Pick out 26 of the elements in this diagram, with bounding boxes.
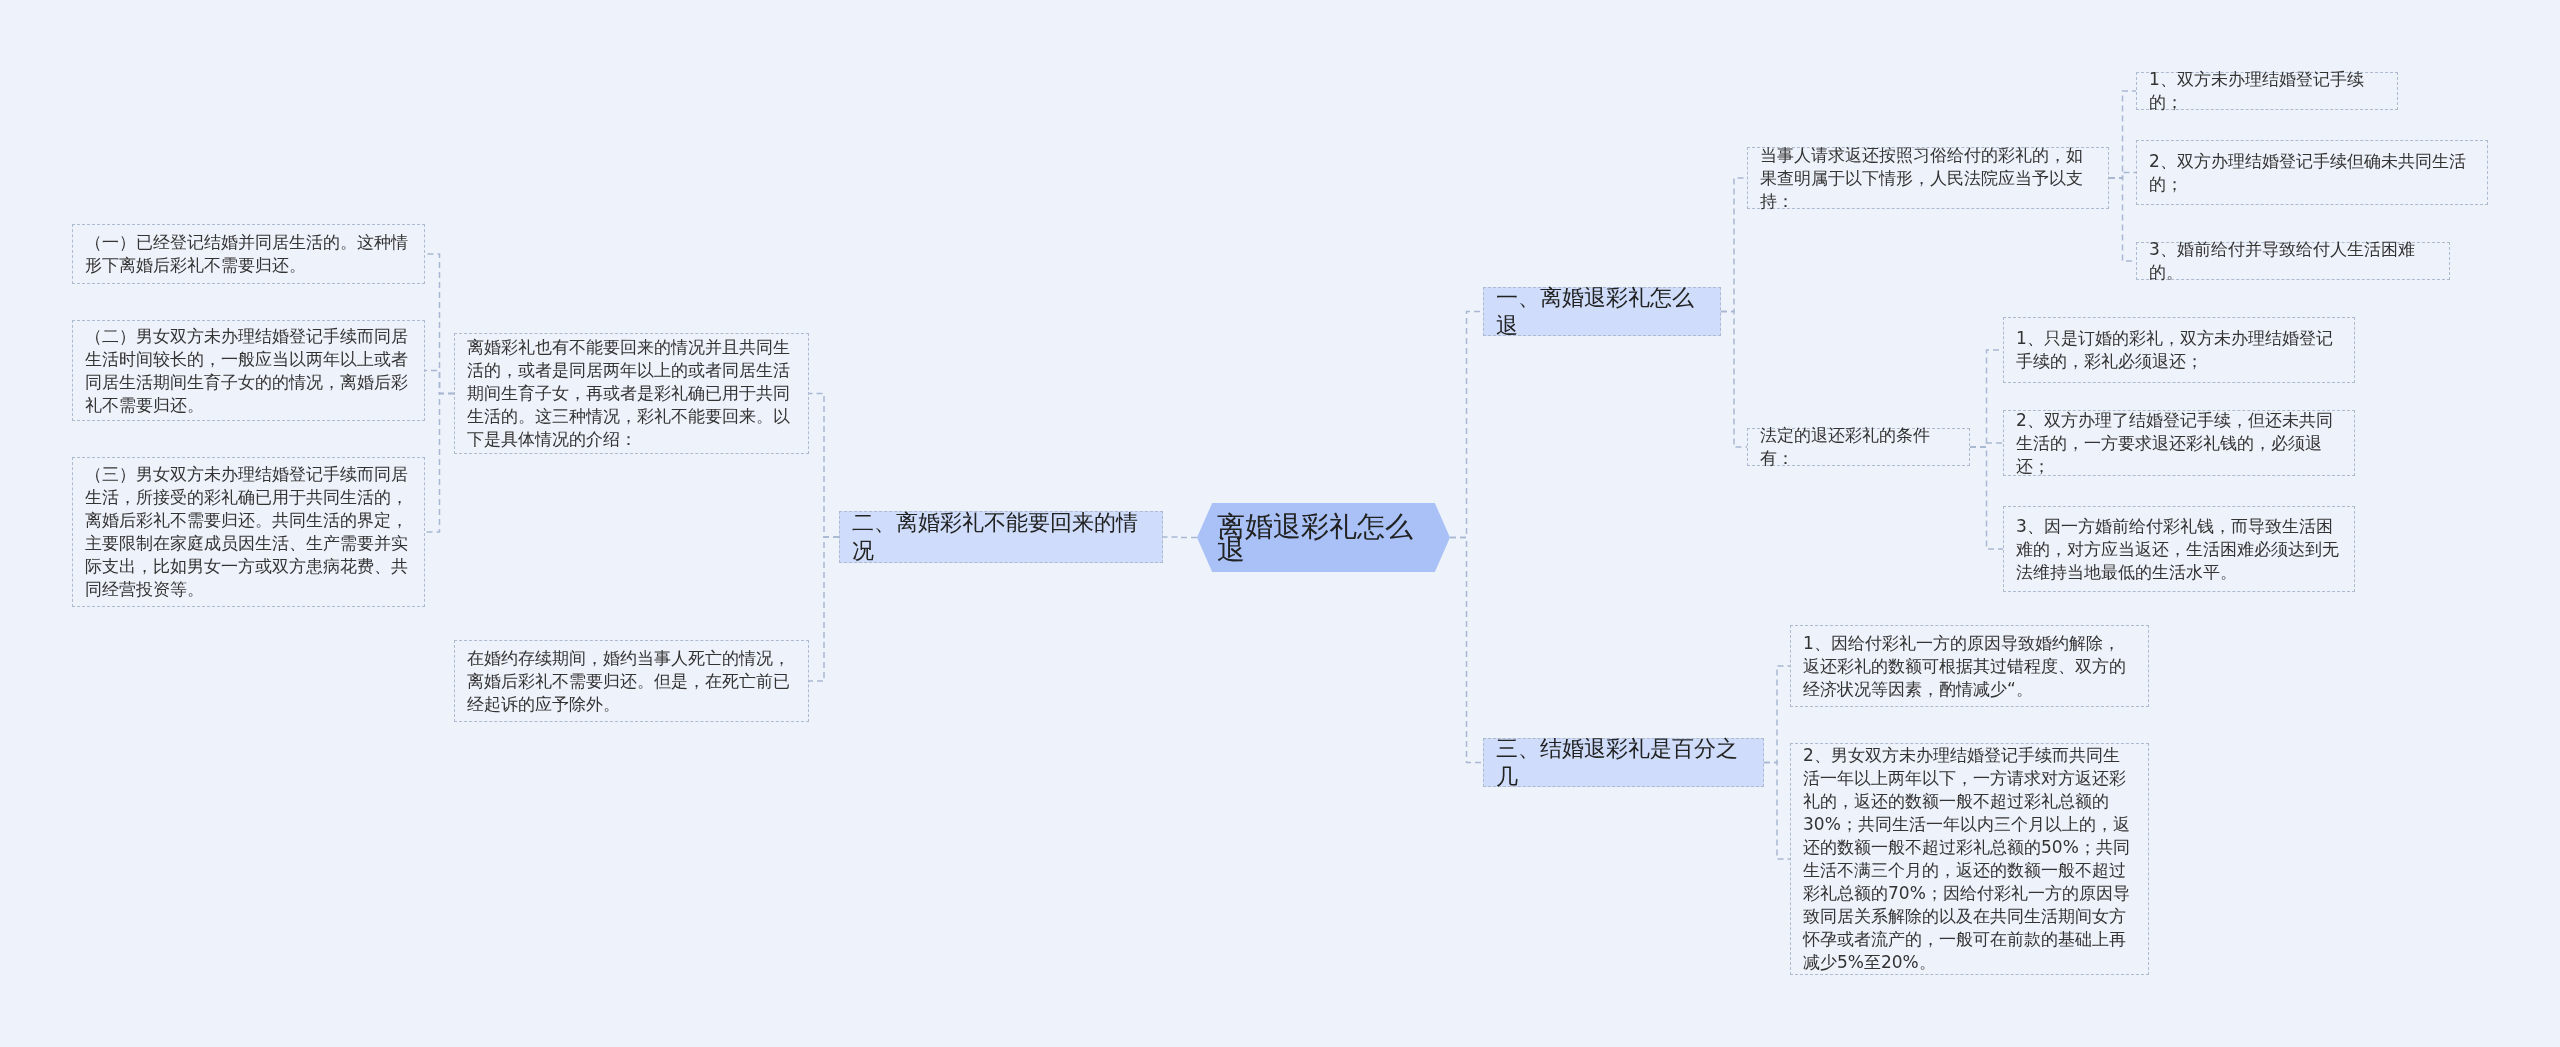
topic-box: 三、结婚退彩礼是百分之几 xyxy=(1483,738,1764,787)
subtopic-box: 2、男女双方未办理结婚登记手续而共同生活一年以上两年以下，一方请求对方返还彩礼的，返还的数额一般不超过彩礼总额的30%；共同生活一年以内三个月以上的，返还的数额一般不超过彩礼总额的50%；共同生活不满三个月的，返还的数额一般不超过彩礼总额的70%；因给付彩礼一方的原因导致同居关系解除的以及在共同生活期间女方怀孕或者流产的，一般可在前款的基础上再减少5%至20%。 xyxy=(1790,743,2149,975)
subtopic-box: 3、因一方婚前给付彩礼钱，而导致生活困难的，对方应当返还，生活困难必须达到无法维持当地最低的生活水平。 xyxy=(2003,506,2355,592)
connector-line xyxy=(1720,310,1748,448)
subtopic-box: 2、双方办理了结婚登记手续，但还未共同生活的，一方要求退还彩礼钱的，必须退还； xyxy=(2003,410,2355,476)
subtopic-box: （二）男女双方未办理结婚登记手续而同居生活时间较长的，一般应当以两年以上或者同居生活期间生育子女的的情况，离婚后彩礼不需要归还。 xyxy=(72,320,425,421)
topic-box: 二、离婚彩礼不能要回来的情况 xyxy=(839,511,1163,563)
connector-line xyxy=(1449,536,1484,764)
subtopic-box: 离婚彩礼也有不能要回来的情况并且共同生活的，或者是同居两年以上的或者同居生活期间生育子女，再或者是彩礼确已用于共同生活的。这三种情况，彩礼不能要回来。以下是具体情况的介绍： xyxy=(454,333,809,454)
connector-line xyxy=(1763,761,1791,860)
topic-box: 一、离婚退彩礼怎么退 xyxy=(1483,287,1721,336)
subtopic-box: 3、婚前给付并导致给付人生活困难的。 xyxy=(2136,242,2450,280)
connector-line xyxy=(424,392,455,533)
connector-line xyxy=(1969,446,2004,550)
subtopic-box: （三）男女双方未办理结婚登记手续而同居生活，所接受的彩礼确已用于共同生活的，离婚后彩礼不需要归还。共同生活的界定，主要限制在家庭成员因生活、生产需要并实际支出，比如男女一方或双方患病花费、共同经营投资等。 xyxy=(72,457,425,607)
subtopic-box: （一）已经登记结婚并同居生活的。这种情形下离婚后彩礼不需要归还。 xyxy=(72,224,425,284)
subtopic-box: 在婚约存续期间，婚约当事人死亡的情况，离婚后彩礼不需要归还。但是，在死亡前已经起诉的应予除外。 xyxy=(454,640,809,722)
subtopic-box: 1、只是订婚的彩礼，双方未办理结婚登记手续的，彩礼必须退还； xyxy=(2003,317,2355,383)
connector-line xyxy=(808,536,840,682)
subtopic-box: 1、双方未办理结婚登记手续的； xyxy=(2136,72,2398,110)
central-topic: 离婚退彩礼怎么退 xyxy=(1197,503,1450,572)
subtopic-box: 法定的退还彩礼的条件有： xyxy=(1747,428,1970,466)
connector-line xyxy=(1162,536,1198,539)
subtopic-box: 2、双方办理结婚登记手续但确未共同生活的； xyxy=(2136,140,2488,205)
subtopic-box: 1、因给付彩礼一方的原因导致婚约解除，返还彩礼的数额可根据其过错程度、双方的经济状况等因素，酌情减少“。 xyxy=(1790,625,2149,707)
subtopic-box: 当事人请求返还按照习俗给付的彩礼的，如果查明属于以下情形，人民法院应当予以支持： xyxy=(1747,147,2109,209)
